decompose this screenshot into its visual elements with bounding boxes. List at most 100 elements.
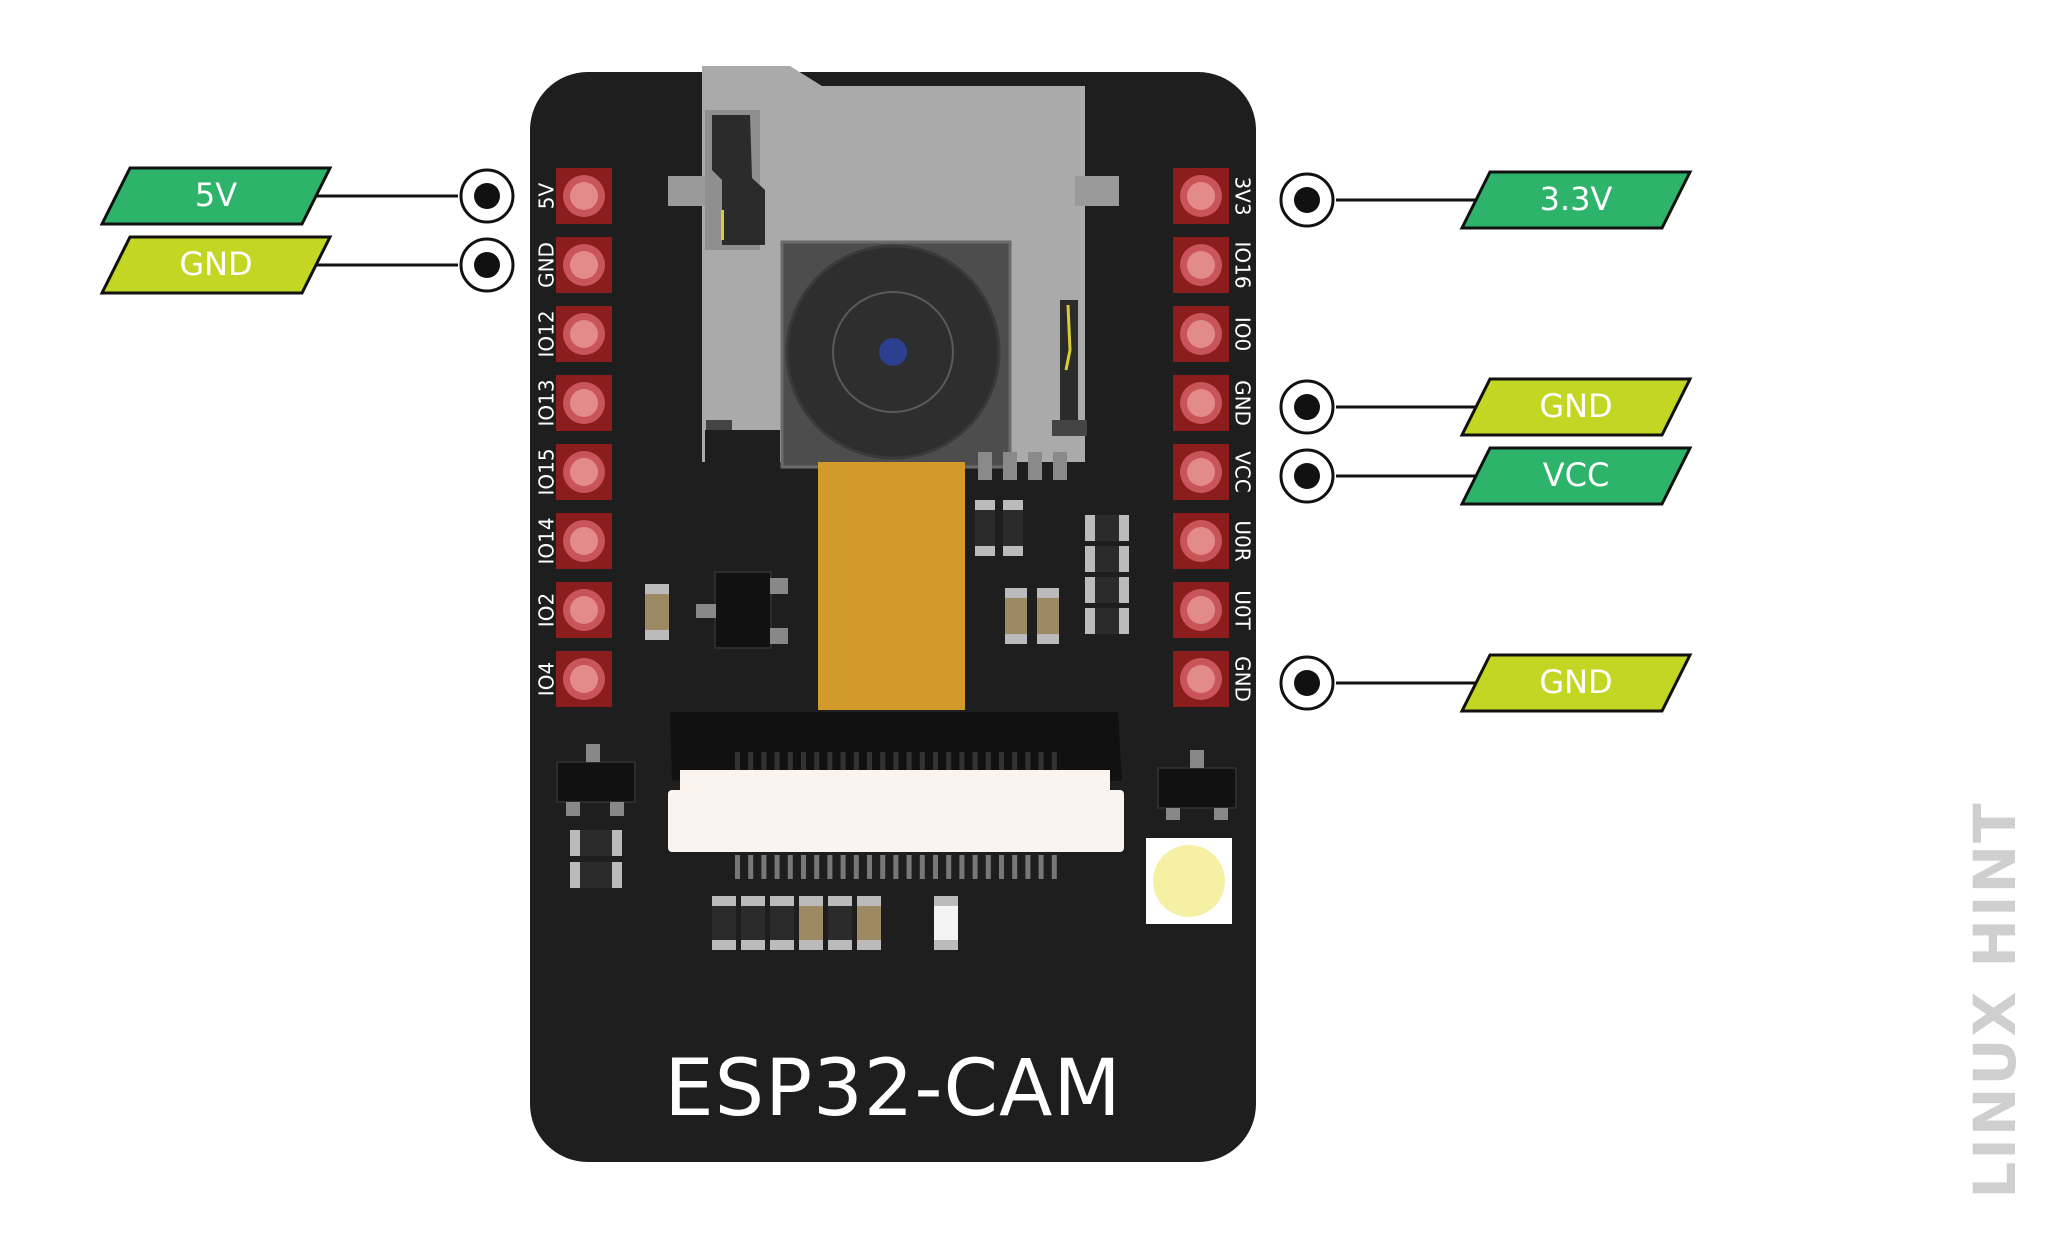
pin-right-u0t: U0T [1173, 582, 1255, 638]
pin-pad-hole [570, 527, 598, 555]
callout-marker-dot [474, 183, 500, 209]
fpc-tooth [972, 752, 978, 770]
fpc-tooth [919, 752, 925, 770]
fpc-pin [787, 855, 793, 879]
pin-left-io12: IO12 [535, 306, 612, 362]
fpc-pin [1025, 855, 1031, 879]
pin-left-io4: IO4 [535, 651, 612, 707]
pin-label: U0T [1231, 590, 1255, 630]
fpc-tooth [787, 752, 793, 770]
pin-pad-hole [1187, 389, 1215, 417]
pin-label: 3V3 [1231, 176, 1255, 215]
fpc-tooth [1025, 752, 1031, 770]
fpc-connector-teeth [735, 752, 1057, 770]
pin-label: U0R [1231, 520, 1255, 561]
pin-right-u0r: U0R [1173, 513, 1255, 569]
flash-led [1146, 838, 1232, 924]
callout-marker-dot [1294, 463, 1320, 489]
fpc-tooth [1038, 752, 1044, 770]
pin-right-io0: IO0 [1173, 306, 1255, 362]
fpc-tooth [1012, 752, 1018, 770]
fpc-pin [774, 855, 780, 879]
fpc-tooth [867, 752, 872, 770]
camera-lens [879, 338, 907, 366]
callout-marker-dot [474, 252, 500, 278]
fpc-tooth [906, 752, 912, 770]
fpc-tooth [761, 752, 767, 770]
fpc-tooth [933, 752, 938, 770]
pin-pad-hole [570, 596, 598, 624]
pin-label: VCC [1231, 451, 1255, 493]
fpc-pin [933, 855, 938, 879]
pin-label: 5V [535, 182, 559, 209]
fpc-tooth [1051, 752, 1057, 770]
fpc-pin [985, 855, 991, 879]
pin-right-gnd: GND [1173, 651, 1255, 707]
fpc-pin [880, 855, 886, 879]
pin-pad-hole [1187, 182, 1215, 210]
left-callouts: 5V GND [99, 166, 515, 295]
fpc-pin [801, 855, 806, 879]
pin-right-3v3: 3V3 [1173, 168, 1255, 224]
callout-tag [99, 235, 333, 295]
fpc-tooth [827, 752, 833, 770]
callout-left-5v: 5V [99, 166, 515, 226]
fpc-tooth [985, 752, 991, 770]
pin-label: IO13 [535, 379, 559, 426]
fpc-tooth [999, 752, 1004, 770]
pin-pad-hole [570, 182, 598, 210]
board-title: ESP32-CAM [664, 1044, 1121, 1134]
fpc-pin [814, 855, 820, 879]
callout-label: GND [1539, 663, 1612, 701]
pin-left-io14: IO14 [535, 513, 612, 569]
pin-label: IO12 [535, 310, 559, 357]
callout-tag [1459, 446, 1693, 506]
pin-pad-hole [1187, 596, 1215, 624]
callout-tag [99, 166, 333, 226]
callout-marker-dot [1294, 670, 1320, 696]
pin-label: IO15 [535, 448, 559, 495]
watermark-text: LINUX HINT [1961, 801, 2029, 1198]
pin-label: IO2 [535, 593, 559, 627]
pin-pad-hole [1187, 320, 1215, 348]
fpc-tooth [735, 752, 740, 770]
fpc-pin [919, 855, 925, 879]
pin-pad-hole [570, 665, 598, 693]
pin-label: IO14 [535, 517, 559, 564]
pin-label: GND [535, 242, 559, 288]
callout-marker-dot [1294, 187, 1320, 213]
fpc-pin [972, 855, 978, 879]
camera-ribbon-cable [818, 462, 965, 710]
fpc-pin [761, 855, 767, 879]
pin-pad-hole [1187, 251, 1215, 279]
pin-pad-hole [570, 389, 598, 417]
fpc-tooth [840, 752, 846, 770]
fpc-pin [748, 855, 754, 879]
fpc-connector-pins [735, 855, 1057, 879]
pin-right-io16: IO16 [1173, 237, 1255, 293]
callout-label: GND [179, 245, 252, 283]
fpc-tooth [880, 752, 886, 770]
fpc-pin [840, 855, 846, 879]
pin-left-io13: IO13 [535, 375, 612, 431]
smd-components [556, 500, 1237, 950]
fpc-pin [867, 855, 872, 879]
fpc-pin [959, 855, 965, 879]
camera-module [780, 240, 1012, 469]
pin-label: IO16 [1231, 241, 1255, 288]
fpc-pin [853, 855, 859, 879]
callout-label: 5V [195, 176, 237, 214]
fpc-pin [999, 855, 1004, 879]
pin-pad-hole [570, 458, 598, 486]
sd-contacts [978, 452, 1067, 480]
fpc-tooth [853, 752, 859, 770]
pin-pad-hole [570, 320, 598, 348]
fpc-tooth [893, 752, 899, 770]
fpc-tooth [946, 752, 952, 770]
fpc-tooth [748, 752, 754, 770]
pin-label: GND [1231, 656, 1255, 702]
pin-left-io2: IO2 [535, 582, 612, 638]
callout-tag [1459, 377, 1693, 437]
